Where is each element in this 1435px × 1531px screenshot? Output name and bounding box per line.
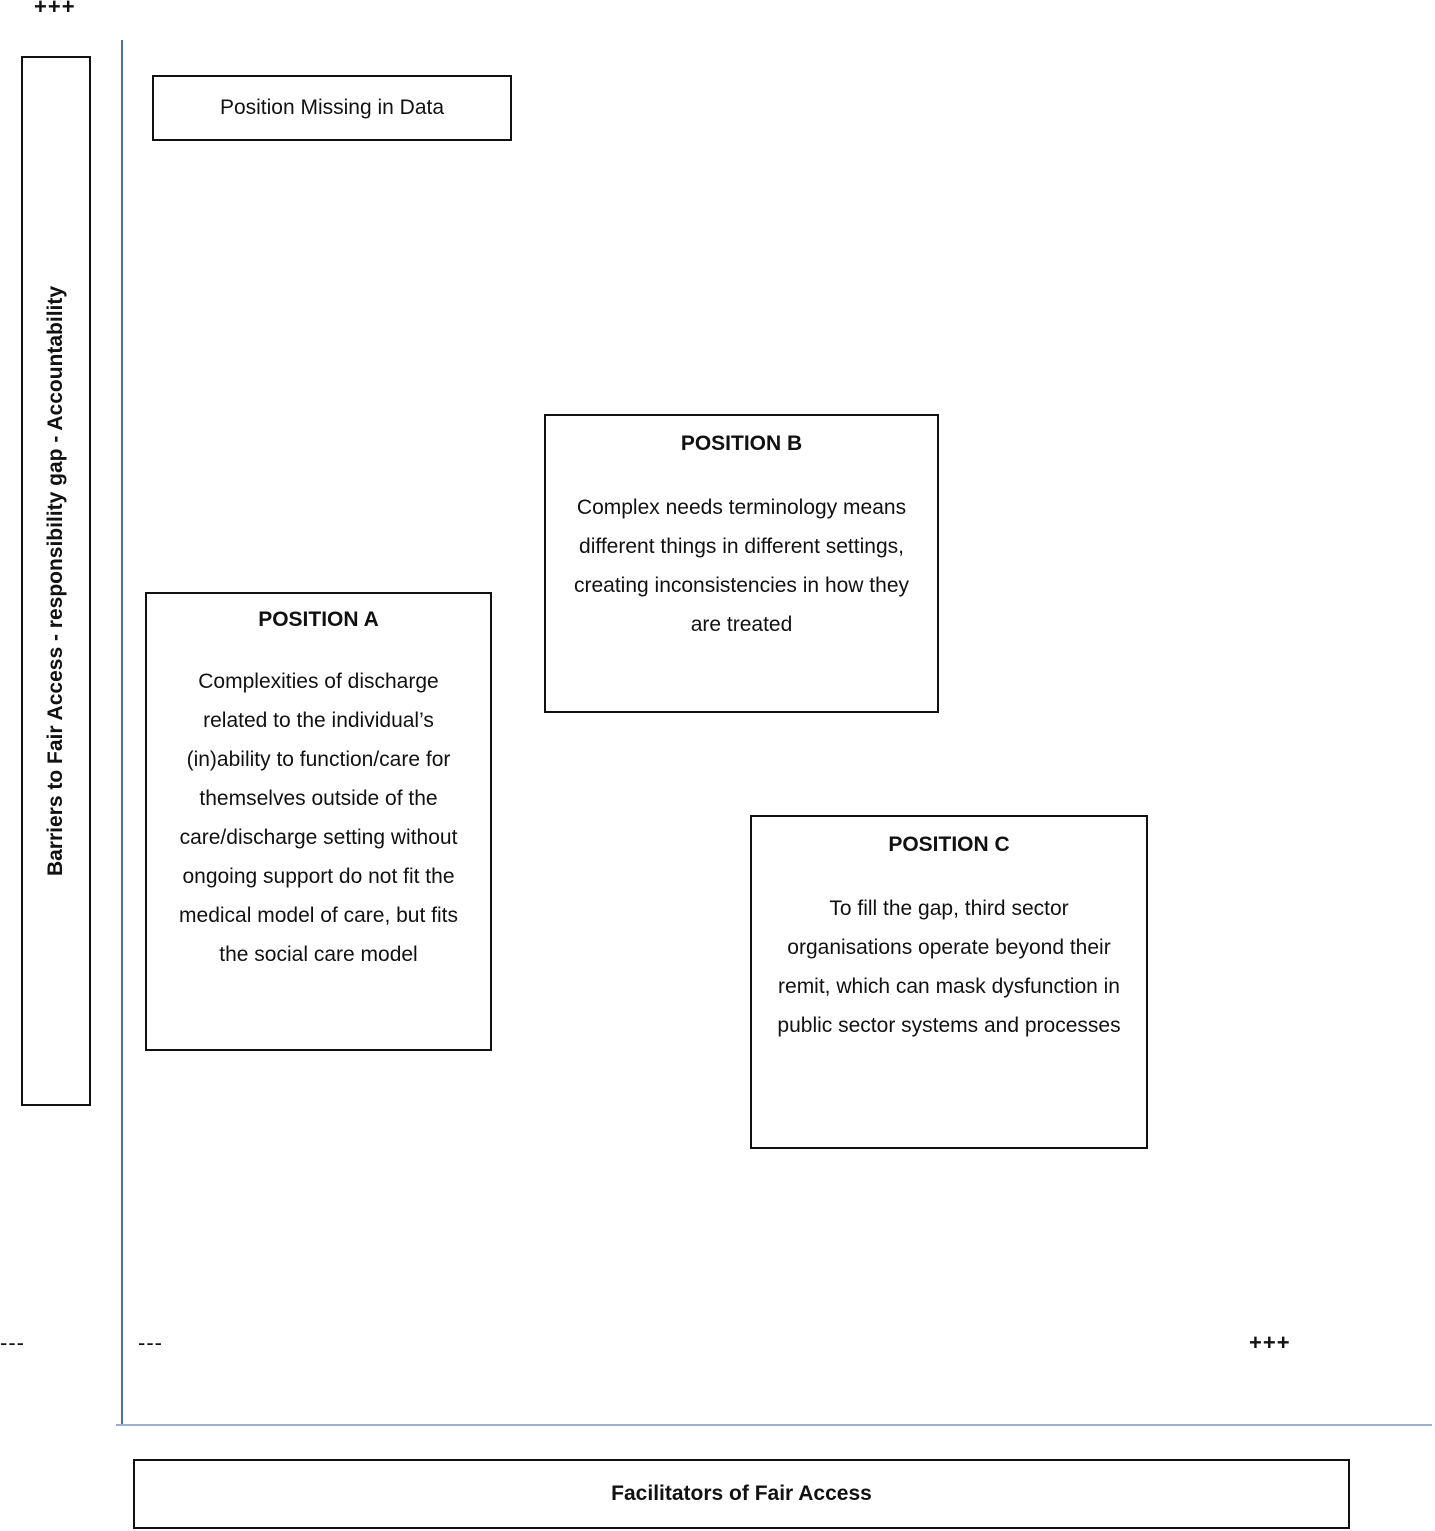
x-axis-label: Facilitators of Fair Access (611, 1482, 872, 1505)
position-missing-label: Position Missing in Data (219, 96, 445, 119)
position-c-title: POSITION C (888, 833, 1010, 856)
position-c-text: To fill the gap, third sector organisati… (777, 897, 1121, 1037)
x-axis-high-marker: +++ (1249, 1330, 1291, 1355)
position-b-text: Complex needs terminology means differen… (573, 496, 909, 636)
position-a-title: POSITION A (258, 608, 379, 631)
position-c-box: POSITION C To fill the gap, third sector… (750, 815, 1148, 1149)
x-axis-line (116, 1424, 1432, 1426)
x-axis-low-marker: --- (138, 1330, 163, 1355)
y-axis-high-marker: +++ (34, 0, 76, 19)
y-axis-line (121, 40, 123, 1424)
y-axis-low-marker: --- (0, 1330, 25, 1355)
x-axis-label-box: Facilitators of Fair Access (133, 1459, 1350, 1529)
y-axis-label-box: Barriers to Fair Access - responsibility… (21, 56, 91, 1106)
position-missing-box: Position Missing in Data (152, 75, 512, 141)
position-a-box: POSITION A Complexities of discharge rel… (145, 592, 492, 1051)
y-axis-label: Barriers to Fair Access - responsibility… (44, 285, 67, 877)
position-a-text: Complexities of discharge related to the… (179, 670, 458, 966)
position-b-box: POSITION B Complex needs terminology mea… (544, 414, 939, 713)
position-b-title: POSITION B (680, 432, 803, 455)
